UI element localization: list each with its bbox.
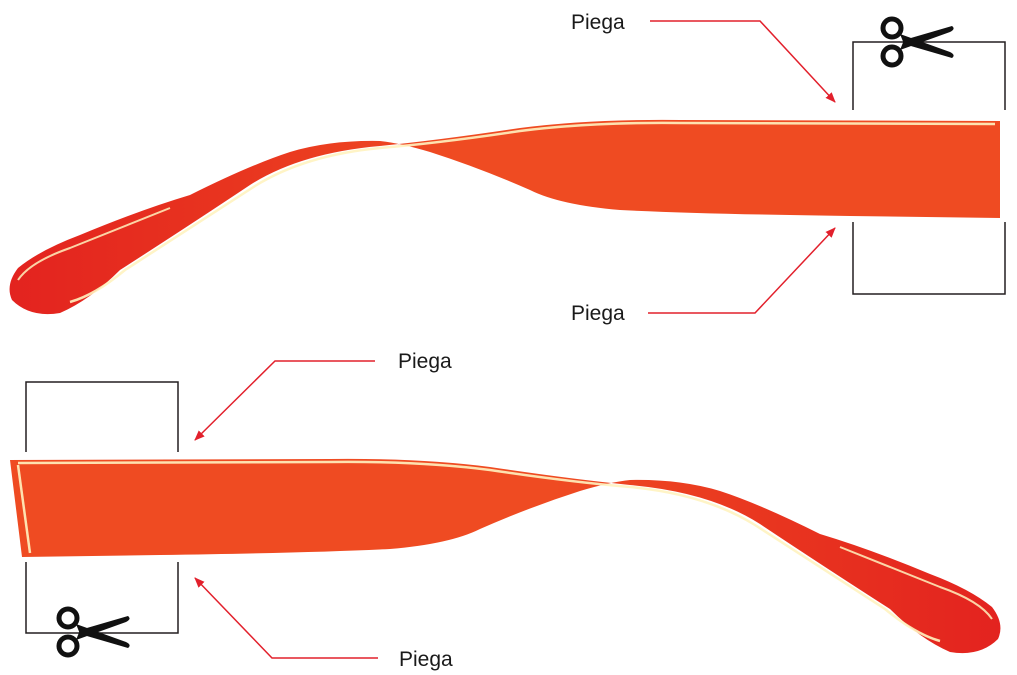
bottom-lower-label: Piega — [399, 648, 453, 671]
bottom-upper-callout: Piega — [194, 350, 452, 441]
bottom-temple — [10, 458, 1001, 654]
bottom-cut-bracket-lower — [25, 562, 179, 634]
top-temple-arm — [9, 119, 1001, 315]
top-upper-arrow — [650, 20, 836, 103]
top-upper-callout: Piega — [571, 11, 836, 103]
bottom-temple-end-edge — [16, 464, 32, 554]
top-lower-label: Piega — [571, 302, 625, 325]
bottom-upper-arrow — [194, 360, 375, 441]
bottom-temple-tip-edge — [839, 546, 993, 620]
bottom-lower-arrow — [194, 577, 378, 659]
top-cut-bracket-upper — [852, 41, 1006, 110]
bottom-upper-label: Piega — [398, 350, 452, 373]
top-lower-callout: Piega — [571, 227, 836, 325]
bottom-lower-callout: Piega — [194, 577, 453, 671]
top-temple-highlight — [69, 121, 996, 304]
bottom-temple-arm — [10, 458, 1001, 654]
bottom-cut-bracket-upper — [25, 381, 179, 452]
top-cut-bracket-lower — [852, 222, 1006, 295]
bottom-scissors-icon — [59, 609, 130, 655]
top-lower-arrow — [648, 227, 836, 314]
top-upper-label: Piega — [571, 11, 625, 34]
top-temple-tip-edge — [17, 207, 171, 281]
bottom-temple-highlight — [17, 460, 941, 643]
top-temple — [9, 119, 1001, 315]
